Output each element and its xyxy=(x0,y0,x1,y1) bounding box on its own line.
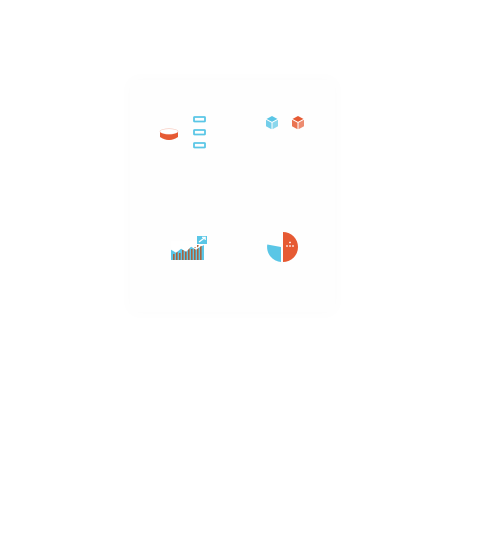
growth-chart-icon xyxy=(170,235,210,263)
pie-slice-orange xyxy=(283,232,298,262)
pie-dots xyxy=(286,241,294,247)
chart-bars xyxy=(173,245,202,260)
trend-line xyxy=(170,242,205,253)
pie-chart-icon xyxy=(265,230,301,264)
trend-arrow xyxy=(198,236,206,243)
pie-slice-blue xyxy=(267,244,281,262)
icon-grid xyxy=(130,80,335,312)
list-item-3 xyxy=(193,142,206,149)
list-item-1 xyxy=(193,116,206,123)
cube-orange xyxy=(291,116,305,130)
cube-blue xyxy=(265,116,279,130)
database-drum xyxy=(160,132,178,140)
cubes-icon xyxy=(265,115,307,133)
database-list-icon xyxy=(158,116,214,154)
list-item-2 xyxy=(193,129,206,136)
